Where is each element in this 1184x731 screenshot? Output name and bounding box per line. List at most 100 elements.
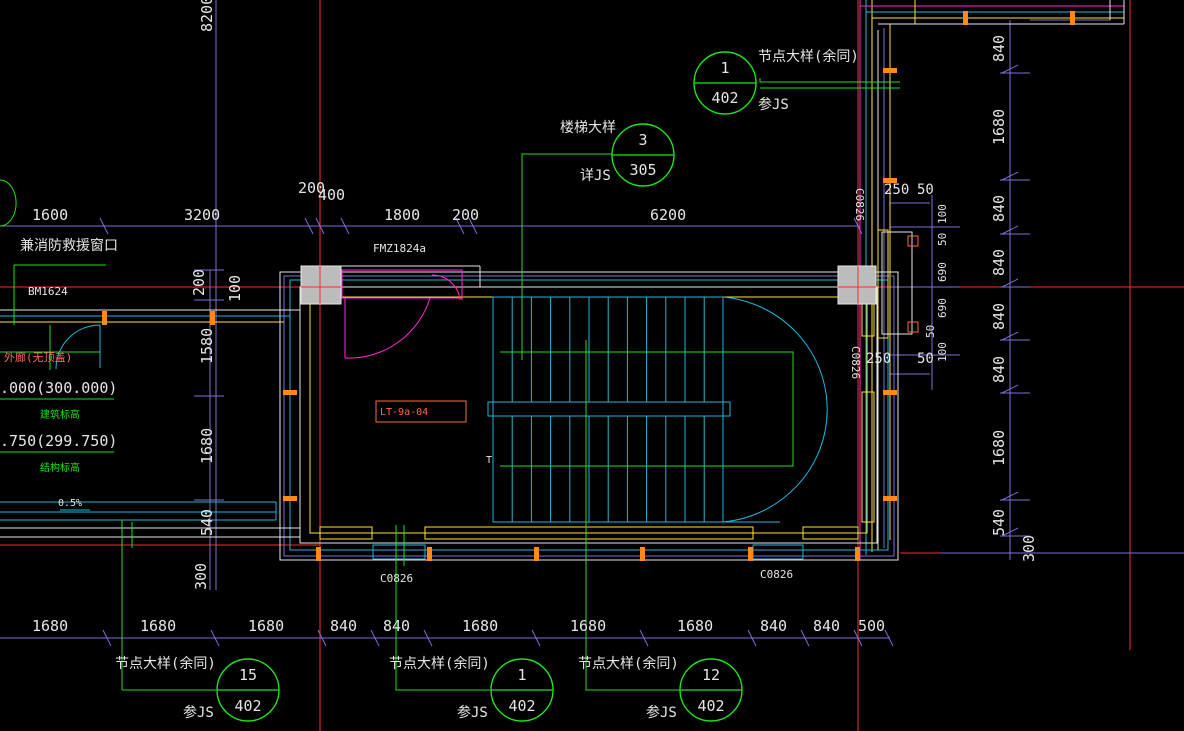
callout-detail-1-bottom[interactable]: 节点大样(余同) 1 402 参JS xyxy=(389,655,554,722)
dim-right-7: 1680 xyxy=(990,430,1008,466)
wall-anchor-mark xyxy=(283,496,297,501)
callout-ref: 参JS xyxy=(646,704,677,721)
callout-detail-12[interactable]: 节点大样(余同) 12 402 参JS xyxy=(578,655,743,722)
stair-arrow xyxy=(500,351,794,467)
dim-right-2: 1680 xyxy=(990,109,1008,145)
callout-ref: 参JS xyxy=(457,704,488,721)
callout-sheet: 305 xyxy=(629,161,656,179)
wall-anchor-mark xyxy=(283,390,297,395)
window-label-c1: C0826 xyxy=(380,572,413,585)
dim-right-9: 300 xyxy=(1020,535,1038,562)
callout-ref: 参JS xyxy=(758,96,789,113)
columns xyxy=(300,265,877,305)
wall-anchor-mark xyxy=(1070,11,1075,25)
wall-anchor-mark xyxy=(855,547,860,561)
callout-number: 15 xyxy=(239,666,257,684)
left-corridor-walls xyxy=(0,179,300,690)
left-dimension-text: 200 100 1580 1680 540 300 8200 xyxy=(190,0,244,590)
callout-ref: 详JS xyxy=(580,168,611,184)
dim-50-a: 50 xyxy=(917,182,934,198)
dim-left-4: 1680 xyxy=(198,428,216,464)
top-dimension-text: 1600 3200 200 400 1800 200 6200 xyxy=(32,179,686,224)
wall-anchor-mark xyxy=(748,547,753,561)
dim-bottom-1: 1680 xyxy=(32,617,68,635)
tee-mark: T xyxy=(486,455,492,466)
right-dimension-text: 840 1680 840 840 840 840 1680 540 300 xyxy=(990,35,1038,562)
callout-number: 1 xyxy=(517,666,526,684)
dim-bottom-9: 840 xyxy=(760,617,787,635)
dim-bottom-11: 500 xyxy=(858,617,885,635)
stair-room-walls xyxy=(279,229,919,561)
dim-690-a: 690 xyxy=(936,262,949,282)
elevation-struct: .750(299.750) xyxy=(0,432,117,450)
callout-note: 节点大样(余同) xyxy=(115,655,216,672)
dim-bottom-2: 1680 xyxy=(140,617,176,635)
dim-250-a: 250 xyxy=(884,182,909,198)
stair-tag[interactable]: LT-9a-04 xyxy=(375,400,467,423)
wall-anchor-mark xyxy=(963,11,968,25)
stair-flights xyxy=(487,296,828,523)
wall-anchor-mark xyxy=(883,68,897,73)
dim-50-b: 50 xyxy=(936,233,949,246)
annotation-labels: 兼消防救援窗口 BM1624 FMZ1824a 外廊(无顶盖) .000(300… xyxy=(0,188,866,585)
dim-50-d: 50 xyxy=(917,351,934,367)
elevation-arch-note: 建筑标高 xyxy=(40,408,80,421)
callout-sheet: 402 xyxy=(234,697,261,715)
dim-top-3: 200 xyxy=(298,179,325,197)
dim-right-3: 840 xyxy=(990,195,1008,222)
callout-detail-15[interactable]: 节点大样(余同) 15 402 参JS xyxy=(115,655,280,722)
callout-leaders xyxy=(122,78,900,691)
dim-bottom-4: 840 xyxy=(330,617,357,635)
dim-right-1: 840 xyxy=(990,35,1008,62)
column-left xyxy=(300,265,342,305)
small-dimension-text: 250 50 100 50 690 690 50 100 250 50 xyxy=(866,182,949,367)
wall-anchor-mark xyxy=(316,547,321,561)
dim-top-7: 6200 xyxy=(650,206,686,224)
elevation-arch: .000(300.000) xyxy=(0,379,117,397)
callout-note: 节点大样(余同) xyxy=(758,48,859,65)
dim-top-5: 1800 xyxy=(384,206,420,224)
dim-left-1: 200 xyxy=(190,269,208,296)
callout-sheet: 402 xyxy=(697,697,724,715)
dim-690-b: 690 xyxy=(936,298,949,318)
callout-number: 1 xyxy=(720,59,729,77)
window-label-v2: C0826 xyxy=(849,346,862,379)
dim-right-8: 540 xyxy=(990,509,1008,536)
callout-note: 节点大样(余同) xyxy=(389,655,490,672)
dim-top-1: 1600 xyxy=(32,206,68,224)
door-bm-label: BM1624 xyxy=(28,285,68,298)
door-fm-label: FMZ1824a xyxy=(373,242,426,255)
dim-top-6: 200 xyxy=(452,206,479,224)
callout-detail-1[interactable]: 节点大样(余同) 1 402 参JS xyxy=(693,48,859,115)
wall-anchor-mark xyxy=(883,178,897,183)
dim-50-c: 50 xyxy=(924,325,937,338)
dim-250-b: 250 xyxy=(866,351,891,367)
wall-anchor-mark xyxy=(102,311,107,325)
callout-note: 节点大样(余同) xyxy=(578,655,679,672)
callout-sheet: 402 xyxy=(508,697,535,715)
dim-bottom-6: 1680 xyxy=(462,617,498,635)
dim-right-5: 840 xyxy=(990,303,1008,330)
dim-bottom-8: 1680 xyxy=(677,617,713,635)
dim-left-2: 100 xyxy=(226,275,244,302)
dim-left-3: 1580 xyxy=(198,328,216,364)
door-fm xyxy=(341,269,463,359)
column-right xyxy=(837,265,877,305)
wall-anchor-mark xyxy=(883,496,897,501)
stair-tag-text: LT-9a-04 xyxy=(380,407,428,418)
callout-number: 12 xyxy=(702,666,720,684)
dim-bottom-5: 840 xyxy=(383,617,410,635)
callout-ref: 参JS xyxy=(183,704,214,721)
dim-right-4: 840 xyxy=(990,249,1008,276)
elevation-struct-note: 结构标高 xyxy=(40,461,80,474)
dim-100-a: 100 xyxy=(936,204,949,224)
dim-left-6: 300 xyxy=(192,563,210,590)
fire-window-label: 兼消防救援窗口 xyxy=(20,237,118,254)
dim-bottom-7: 1680 xyxy=(570,617,606,635)
callout-stair-detail[interactable]: 楼梯大样 3 305 详JS xyxy=(560,120,675,187)
exterior-corridor-label: 外廊(无顶盖) xyxy=(4,350,72,364)
upper-wall-lines xyxy=(859,0,1125,560)
slope-label: 0.5% xyxy=(58,498,82,509)
dim-100-b: 100 xyxy=(936,342,949,362)
